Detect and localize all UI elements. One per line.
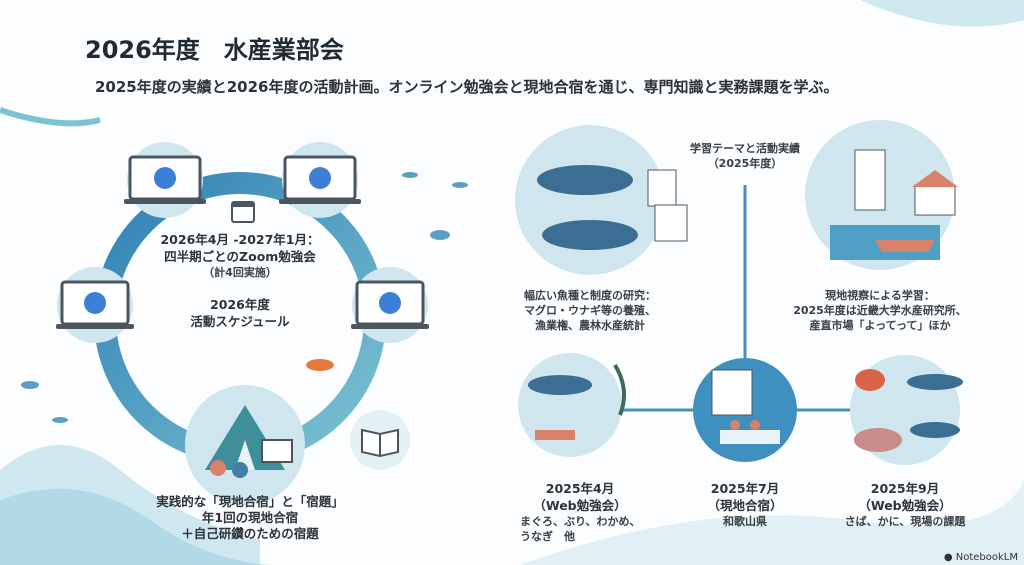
theme-right-title: 現地視察による学習： (825, 289, 935, 302)
theme-right-line-1: 2025年度は近畿大学水産研究所、 (793, 304, 967, 317)
timeline-item-september: 2025年9月 （Web勉強会） さば、かに、現場の課題 (830, 480, 980, 529)
timeline-type: （Web勉強会） (533, 498, 627, 513)
camp-line-2: 年1回の現地合宿 (201, 510, 299, 525)
schedule-count: （計4回実施） (203, 266, 277, 279)
camp-line-3: ＋自己研鑽のための宿題 (181, 526, 319, 541)
themes-heading-1: 学習テーマと活動実績 (690, 142, 800, 155)
schedule-center-label: 2026年度 活動スケジュール (140, 296, 340, 330)
zoom-schedule-text: 2026年4月 -2027年1月： 四半期ごとのZoom勉強会 （計4回実施） (130, 231, 350, 280)
theme-right-line-2: 産直市場「よってって」ほか (809, 319, 951, 332)
fish-decoration (21, 172, 468, 423)
theme-right: 現地視察による学習： 2025年度は近畿大学水産研究所、 産直市場「よってって」… (760, 288, 1000, 333)
theme-left-line-2: 漁業権、農林水産統計 (535, 319, 645, 332)
center-line-2: 活動スケジュール (190, 314, 290, 329)
book-icon (350, 410, 410, 470)
timeline-date: 2025年9月 (870, 481, 940, 496)
timeline-type: （現地合宿） (707, 498, 783, 513)
theme-left-title: 幅広い魚種と制度の研究： (524, 289, 656, 302)
timeline-node-september (850, 355, 963, 465)
laptop-zoom-icon (124, 142, 206, 218)
schedule-activity: 四半期ごとのZoom勉強会 (164, 249, 316, 264)
camp-caption: 実践的な「現地合宿」と「宿題」 年1回の現地合宿 ＋自己研鑽のための宿題 (130, 494, 370, 542)
schedule-period: 2026年4月 -2027年1月： (160, 232, 320, 247)
camp-tent-illustration (185, 385, 305, 505)
timeline-date: 2025年4月 (545, 481, 615, 496)
laptop-zoom-icon (279, 142, 361, 218)
laptop-zoom-icon (56, 267, 134, 343)
timeline-item-april: 2025年4月 （Web勉強会） まぐろ、ぶり、わかめ、 うなぎ 他 (510, 480, 650, 544)
timeline-date: 2025年7月 (710, 481, 780, 496)
timeline-node-july (693, 358, 797, 462)
timeline-node-april (518, 353, 626, 457)
watermark-text: NotebookLM (955, 552, 1018, 563)
fish-research-illustration (515, 125, 665, 275)
timeline-item-july: 2025年7月 （現地合宿） 和歌山県 (680, 480, 810, 529)
timeline-desc: うなぎ 他 (520, 530, 575, 543)
page-title: 2026年度 水産業部会 (85, 36, 344, 64)
page-subtitle: 2025年度の実績と2026年度の活動計画。オンライン勉強会と現地合宿を通じ、専… (95, 78, 839, 96)
notebooklm-watermark: ● NotebookLM (943, 552, 1018, 563)
timeline-desc: まぐろ、ぶり、わかめ、 (520, 515, 641, 528)
camp-line-1: 実践的な「現地合宿」と「宿題」 (156, 494, 344, 509)
theme-left: 幅広い魚種と制度の研究： マグロ・ウナギ等の養殖、 漁業権、農林水産統計 (480, 288, 700, 333)
center-line-1: 2026年度 (210, 297, 270, 312)
timeline-desc: さば、かに、現場の課題 (844, 515, 966, 528)
calendar-icon (231, 201, 255, 223)
timeline-type: （Web勉強会） (858, 498, 952, 513)
themes-heading: 学習テーマと活動実績 （2025年度） (645, 141, 845, 171)
themes-heading-2: （2025年度） (707, 157, 783, 170)
theme-left-line-1: マグロ・ウナギ等の養殖、 (524, 304, 656, 317)
laptop-zoom-icon (351, 267, 429, 343)
timeline-desc: 和歌山県 (723, 515, 767, 528)
